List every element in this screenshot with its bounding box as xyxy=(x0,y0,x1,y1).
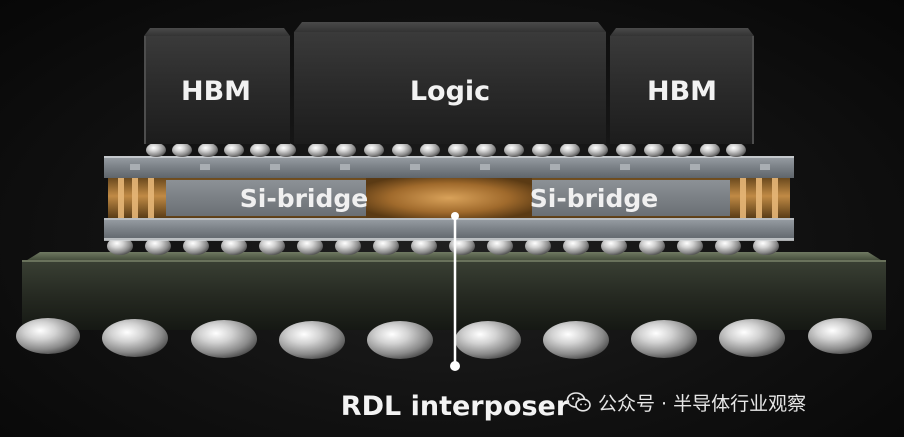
callout-leader xyxy=(450,212,460,371)
chip-label-hbm-left: HBM xyxy=(181,76,251,107)
chip-label-logic: Logic xyxy=(410,76,490,107)
callout-label: RDL interposer xyxy=(341,391,570,422)
rdl-interposer xyxy=(104,156,794,255)
micro-bumps xyxy=(146,143,746,157)
chip-hbm-left xyxy=(144,28,290,144)
si-bridge-left xyxy=(166,180,366,216)
bridge-label-right: Si-bridge xyxy=(530,184,659,213)
chip-logic xyxy=(294,22,606,144)
watermark: 公众号 · 半导体行业观察 xyxy=(566,388,806,416)
chip-hbm-right xyxy=(610,28,754,144)
wechat-icon xyxy=(566,392,591,412)
chip-label-hbm-right: HBM xyxy=(647,76,717,107)
si-bridge-right xyxy=(532,180,730,216)
watermark-text: 公众号 · 半导体行业观察 xyxy=(598,392,807,415)
bridge-label-left: Si-bridge xyxy=(240,184,369,213)
bga-balls xyxy=(16,318,872,359)
